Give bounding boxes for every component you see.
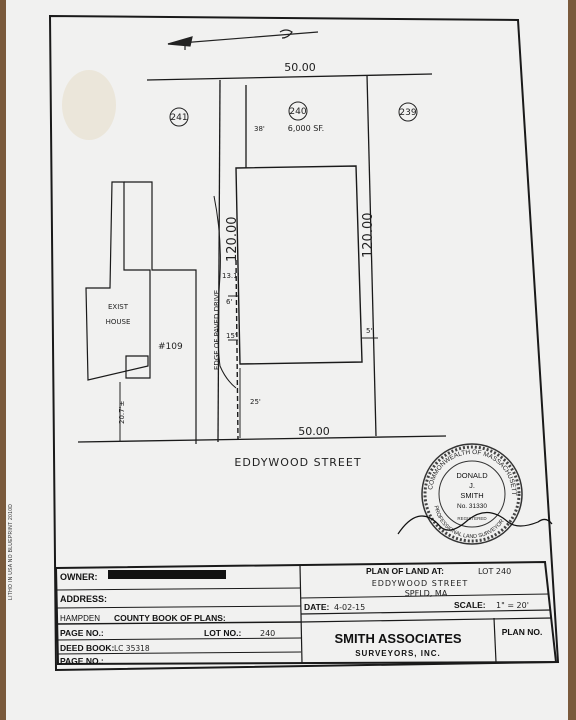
paved-drive-edge xyxy=(213,195,237,389)
lot-circle-center xyxy=(288,101,308,121)
company-subtitle: SURVEYORS, INC. xyxy=(355,649,441,658)
plan-of-land-value: LOT 240 xyxy=(478,567,511,576)
paper-stain xyxy=(62,70,116,140)
plan-of-land-label: PLAN OF LAND AT: xyxy=(366,566,444,576)
street-name: EDDYWOOD STREET xyxy=(234,456,361,469)
lot-depth: 120.00 xyxy=(361,213,376,259)
page-no-2-label: PAGE NO.: xyxy=(60,656,104,666)
front-setback: 25' xyxy=(250,398,261,406)
side-setback-right: 5' xyxy=(366,327,372,335)
north-arrow-icon xyxy=(167,29,319,50)
lot-circle-left xyxy=(169,107,189,127)
lot-number-center: 240 xyxy=(289,107,306,117)
scale-value: 1" = 20' xyxy=(496,601,529,610)
lot-number-left: 241 xyxy=(170,113,187,123)
side-setback-left: 15' xyxy=(226,332,237,340)
date-label: DATE: xyxy=(304,602,330,612)
frontage-top: 50.00 xyxy=(284,61,316,74)
dim-small-1: 13.1' xyxy=(222,272,240,280)
rear-setback: 38' xyxy=(254,125,265,133)
lot-boundaries xyxy=(77,73,447,443)
lot-area: 6,000 SF. xyxy=(288,124,324,133)
seal-name-1: DONALD xyxy=(456,471,488,480)
house-offset: 20.7'± xyxy=(118,400,126,424)
existing-house-label-1: EXIST xyxy=(108,303,129,311)
existing-house-right-wall xyxy=(124,181,197,444)
driveway-dash-line xyxy=(235,259,239,441)
dimension-lines xyxy=(119,295,378,442)
title-block-grid xyxy=(54,560,558,666)
seal-ring-text: COMMONWEALTH OF MASSACHUSETTS xyxy=(0,0,517,496)
book-of-plans-label: COUNTY BOOK OF PLANS: xyxy=(114,613,226,623)
seal-name-3: SMITH xyxy=(460,491,483,500)
address-label: ADDRESS: xyxy=(60,594,107,604)
lot-number-right: 239 xyxy=(399,108,416,118)
sheet-border xyxy=(48,14,560,672)
deed-book-label: DEED BOOK: xyxy=(60,643,114,653)
survey-sheet xyxy=(6,0,568,720)
lot-no-value: 240 xyxy=(260,629,275,638)
county-name: HAMPDEN xyxy=(60,614,100,623)
plan-no-label: PLAN NO. xyxy=(502,627,543,637)
house-number: #109 xyxy=(158,342,183,352)
seal-registered: REGISTERED xyxy=(457,516,487,521)
page-no-label: PAGE NO.: xyxy=(60,628,104,638)
seal-number: No. 31330 xyxy=(457,503,487,510)
deed-book-value: LC 35318 xyxy=(114,644,150,653)
dim-small-2: 6' xyxy=(226,298,232,306)
location-line-2: SPFLD, MA xyxy=(405,589,448,598)
date-value: 4-02-15 xyxy=(334,603,365,612)
location-line-1: EDDYWOOD STREET xyxy=(372,579,469,588)
existing-house-label-2: HOUSE xyxy=(106,318,131,326)
seal-name-2: J. xyxy=(469,481,475,490)
building-depth: 120.00 xyxy=(225,217,240,263)
owner-label: OWNER: xyxy=(60,572,98,582)
frontage-bottom: 50.00 xyxy=(298,425,330,438)
lot-circle-right xyxy=(398,102,418,122)
company-name: SMITH ASSOCIATES xyxy=(334,631,461,646)
scale-label: SCALE: xyxy=(454,600,486,610)
signature-icon xyxy=(397,511,553,535)
lot-no-label: LOT NO.: xyxy=(204,628,241,638)
proposed-building xyxy=(235,165,363,365)
paved-drive-label: EDGE OF PAVED DRIVE xyxy=(213,290,221,370)
existing-house xyxy=(85,181,151,381)
owner-redaction xyxy=(108,570,226,579)
